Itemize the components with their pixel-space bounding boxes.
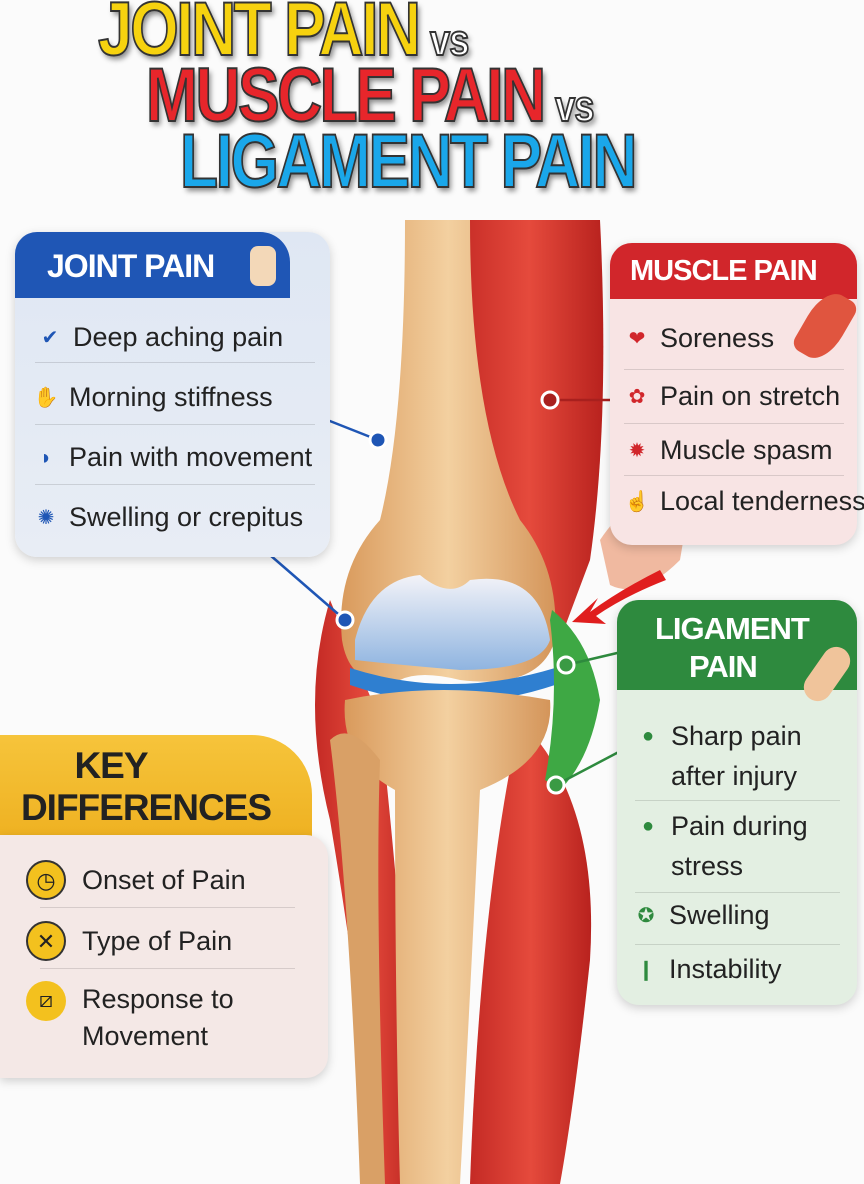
red-arrow [572,570,666,624]
muscle-item: ✹Muscle spasm [624,435,833,466]
dot-icon: ● [641,725,655,747]
tenderness-icon: ☝ [624,490,650,513]
joint-item: ✺Swelling or crepitus [33,502,304,533]
calf-muscle-right [470,720,592,1184]
thigh-muscle [455,220,604,640]
joint-item: ✋Morning stiffness [33,382,273,412]
swelling-icon: ✪ [637,904,655,927]
joint-pain-panel: JOINT PAIN ✔Deep aching pain ✋Morning st… [15,232,330,557]
ligament-item: ❙Instability [633,954,782,985]
joint-item: ✔Deep aching pain [37,322,284,353]
muscle-item: ❤Soreness [624,323,774,354]
muscle-item: ✿Pain on stretch [624,381,841,412]
key-item: ◷Onset of Pain [26,860,246,900]
instability-icon: ❙ [637,958,655,981]
knee-bone-icon [250,246,276,286]
title-line-3: LIGAMENT PAIN [179,118,638,205]
femur [341,220,556,682]
tibia [344,690,551,1184]
dot-icon: ● [641,815,655,837]
movement-icon: ⧄ [26,981,66,1021]
ligament-item: ✪Swelling [633,900,770,931]
hand-icon: ✋ [33,386,59,409]
cartilage [355,575,550,670]
paw-icon: ✿ [628,385,646,408]
ligament [545,610,600,790]
key-item: ✕Type of Pain [26,921,232,961]
muscle-item: ☝Local tenderness [624,486,864,516]
pain-type-icon: ✕ [26,921,66,961]
knee-movement-icon: ◗ [39,446,53,469]
heart-check-icon: ❤ [628,327,646,350]
swelling-icon: ✺ [37,506,55,529]
fibula [330,733,385,1184]
check-circle-icon: ✔ [41,326,59,349]
joint-pain-header: JOINT PAIN [15,232,290,298]
pointer-dots [335,390,576,795]
key-differences-panel: ◷Onset of Pain ✕Type of Pain ⧄Response t… [0,835,328,1078]
muscle-pain-header: MUSCLE PAIN [610,243,857,299]
joint-item: ◗Pain with movement [33,442,312,473]
muscle-pain-panel: MUSCLE PAIN ❤Soreness ✿Pain on stretch ✹… [610,243,864,545]
spasm-icon: ✹ [628,439,646,462]
clock-icon: ◷ [26,860,66,900]
